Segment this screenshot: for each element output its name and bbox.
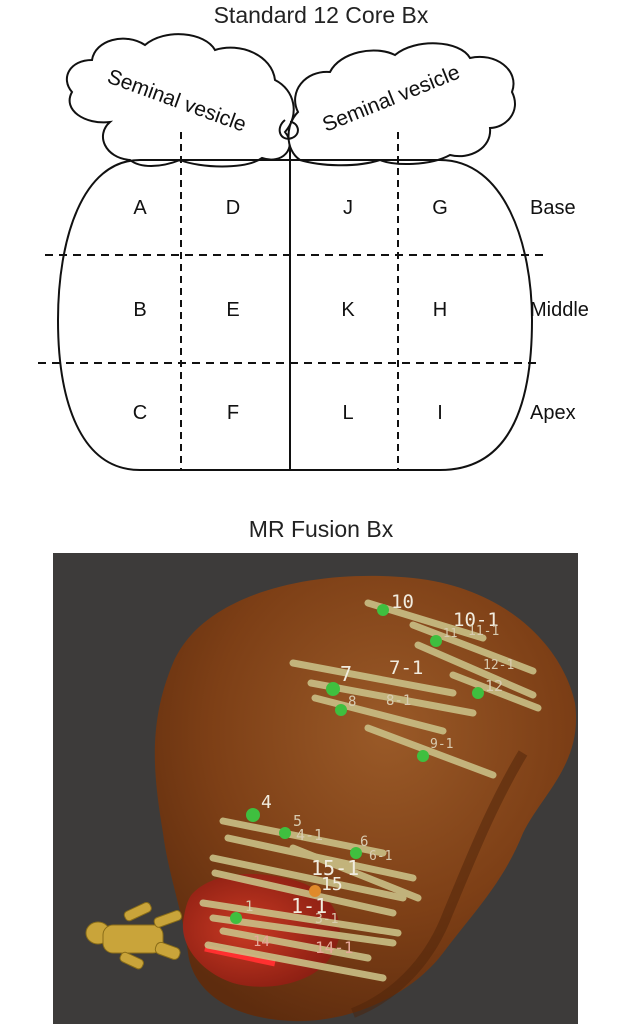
label-1: 1 — [245, 899, 253, 915]
level-middle-label: Middle — [530, 299, 589, 321]
needle-core-1-1 — [209, 914, 397, 947]
zone-i: I — [437, 402, 443, 424]
needle-core-11 — [414, 641, 537, 699]
marker-3-orange — [309, 885, 321, 897]
marker-1 — [230, 912, 242, 924]
needle-core-1 — [199, 899, 402, 937]
label-3-1: 3-1 — [315, 912, 338, 927]
label-6-1: 6-1 — [369, 849, 392, 864]
fusion-biopsy-title: MR Fusion Bx — [248, 516, 394, 542]
label-8: 8 — [348, 694, 356, 710]
zone-k: K — [341, 299, 355, 321]
needle-core-9 — [364, 724, 497, 779]
seminal-vesicle-left-cloud — [65, 33, 295, 168]
lesion-volume — [182, 873, 340, 987]
label-4-1: 4-1 — [296, 826, 323, 844]
marker-8 — [335, 704, 347, 716]
label-4: 4 — [261, 792, 272, 813]
zone-a: A — [133, 197, 147, 219]
zone-d: D — [226, 197, 240, 219]
fusion-render-panel: 10 10-1 11 11-1 12-1 12 7 7-1 8 8-1 9-1 … — [53, 553, 578, 1024]
zone-e: E — [226, 299, 239, 321]
needle-core-15-1 — [211, 869, 397, 917]
needle-core-15 — [209, 854, 407, 902]
standard-biopsy-title: Standard 12 Core Bx — [213, 2, 429, 28]
prostate-outline — [56, 159, 534, 471]
zone-j: J — [343, 197, 353, 219]
zone-h: H — [433, 299, 447, 321]
label-9-1: 9-1 — [430, 737, 453, 752]
level-apex-label: Apex — [530, 402, 576, 424]
orientation-figure — [85, 901, 183, 970]
label-7: 7 — [340, 662, 352, 686]
needle-core-6 — [289, 844, 422, 902]
level-base-label: Base — [530, 197, 576, 219]
marker-10 — [377, 604, 389, 616]
marker-6 — [350, 847, 362, 859]
label-15: 15 — [321, 874, 343, 895]
zone-b: B — [133, 299, 146, 321]
needle-core-7 — [289, 659, 457, 697]
marker-9 — [417, 750, 429, 762]
label-6: 6 — [360, 834, 368, 850]
marker-11 — [430, 635, 442, 647]
label-14-1: 14-1 — [315, 938, 354, 957]
needle-core-3 — [219, 927, 372, 962]
zone-l: L — [342, 402, 353, 424]
label-11: 11 — [443, 626, 457, 640]
label-1-1: 1-1 — [291, 894, 327, 918]
zone-g: G — [432, 197, 448, 219]
label-11-1: 11-1 — [468, 624, 499, 639]
label-10: 10 — [391, 591, 414, 613]
label-12: 12 — [485, 677, 503, 695]
label-8-1: 8-1 — [386, 693, 411, 709]
needle-core-8 — [311, 694, 447, 735]
marker-5 — [279, 827, 291, 839]
core-markers — [230, 604, 484, 924]
label-5: 5 — [293, 812, 302, 830]
label-15-1: 15-1 — [311, 856, 359, 880]
standard-biopsy-diagram: Seminal vesicle Seminal vesicle A D J G … — [38, 33, 589, 471]
label-14: 14 — [253, 934, 270, 950]
label-10-1: 10-1 — [453, 609, 499, 631]
zone-c: C — [133, 402, 147, 424]
seminal-vesicle-right-cloud — [287, 42, 516, 167]
vesicle-junction-loop — [278, 119, 299, 140]
needle-cores-lower — [199, 817, 422, 982]
needle-core-12 — [449, 671, 542, 712]
fusion-render-svg: 10 10-1 11 11-1 12-1 12 7 7-1 8 8-1 9-1 … — [85, 575, 577, 1022]
marker-4 — [246, 808, 260, 822]
marker-12 — [472, 687, 484, 699]
label-7-1: 7-1 — [389, 657, 423, 679]
needle-core-10-1 — [409, 621, 537, 675]
label-12-1: 12-1 — [483, 658, 514, 673]
prostate-shading — [351, 750, 528, 1018]
marker-7 — [326, 682, 340, 696]
lesion-bright-edge — [204, 944, 276, 967]
zone-f: F — [227, 402, 239, 424]
needle-core-14 — [204, 941, 387, 982]
